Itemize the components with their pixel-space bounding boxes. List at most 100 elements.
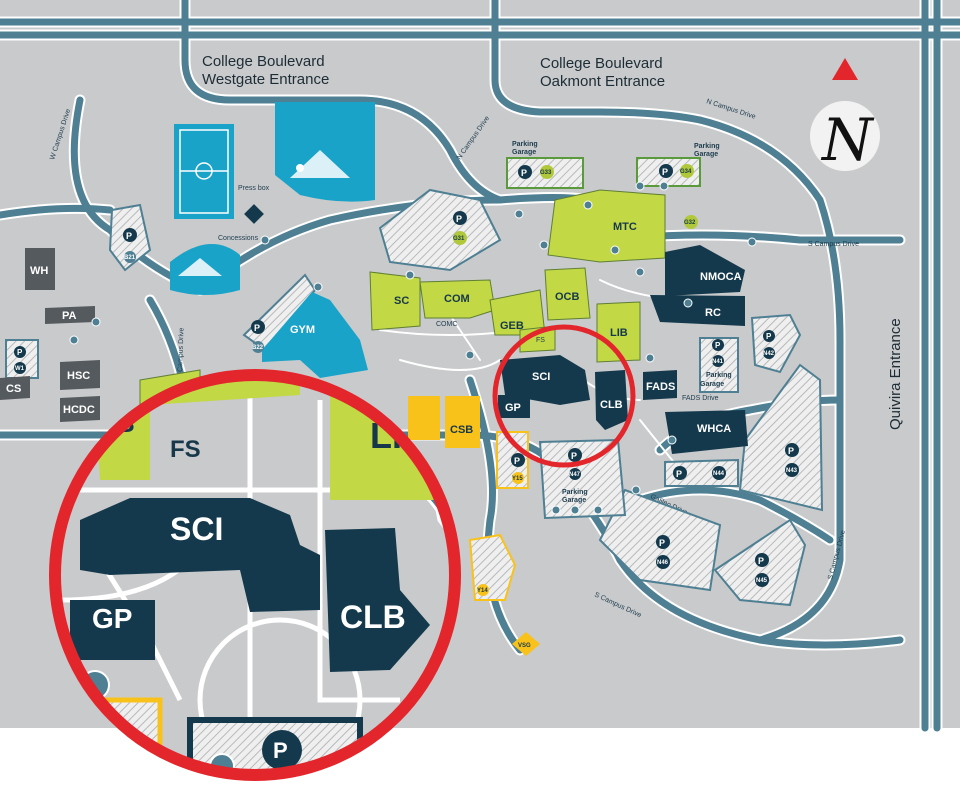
highlight-circle-large bbox=[49, 369, 461, 781]
svg-text:N47: N47 bbox=[569, 472, 581, 478]
label-com: COM bbox=[444, 293, 470, 305]
phone-icon bbox=[667, 435, 677, 445]
parking-marker-n42: P N42 bbox=[763, 330, 775, 359]
svg-text:G34: G34 bbox=[680, 169, 692, 175]
parking-marker-g32: G32 bbox=[684, 215, 698, 229]
label-wh: WH bbox=[30, 265, 48, 277]
svg-text:N42: N42 bbox=[763, 351, 775, 357]
svg-text:P: P bbox=[273, 738, 288, 763]
svg-text:N43: N43 bbox=[786, 468, 798, 474]
building-y14 bbox=[468, 533, 517, 601]
info-pins bbox=[69, 181, 757, 515]
phone-icon bbox=[593, 505, 603, 515]
phone-icon bbox=[551, 505, 561, 515]
label-gp: GP bbox=[505, 402, 521, 414]
parking-marker-w1: P W1 bbox=[14, 346, 26, 374]
parking-marker-g33: P G33 bbox=[518, 165, 554, 179]
garage-south-line2: Garage bbox=[562, 497, 586, 504]
phone-icon bbox=[465, 350, 475, 360]
phone-icon bbox=[635, 181, 645, 191]
label-vsg: VSG bbox=[518, 643, 531, 649]
compass-letter: N bbox=[820, 106, 875, 174]
label-rc: RC bbox=[705, 307, 721, 319]
svg-text:N41: N41 bbox=[712, 359, 724, 365]
svg-text:P: P bbox=[766, 332, 772, 341]
s-campus-drive-label-east: S Campus Drive bbox=[808, 241, 859, 248]
phone-icon bbox=[631, 485, 641, 495]
inset-label-sci: SCI bbox=[170, 511, 223, 547]
building-nmoca bbox=[665, 245, 745, 296]
parking-marker-n43: P N43 bbox=[785, 443, 799, 477]
svg-text:P: P bbox=[17, 348, 23, 357]
oakmont-entrance-label-line2: Oakmont Entrance bbox=[540, 73, 665, 90]
building-sci bbox=[500, 355, 590, 405]
inset-label-clb: CLB bbox=[340, 599, 406, 635]
phone-icon bbox=[260, 235, 270, 245]
phone-icon bbox=[313, 282, 323, 292]
parking-marker-b22: P B22 bbox=[251, 320, 265, 353]
lot-n47-garage bbox=[538, 438, 627, 520]
svg-text:Y15: Y15 bbox=[512, 476, 523, 482]
building-hsc bbox=[60, 360, 100, 390]
parking-marker-n46: P N46 bbox=[656, 535, 670, 569]
label-mtc: MTC bbox=[613, 221, 637, 233]
phone-icon bbox=[610, 245, 620, 255]
svg-text:N45: N45 bbox=[756, 578, 768, 584]
label-fads: FADS bbox=[646, 381, 675, 393]
north-arrow-icon bbox=[832, 58, 858, 80]
phone-icon bbox=[635, 267, 645, 277]
navy-buildings bbox=[0, 245, 748, 454]
garage-north-1-line2: Garage bbox=[512, 149, 536, 156]
building-cs bbox=[0, 376, 30, 400]
label-geb: GEB bbox=[500, 320, 524, 332]
parking-marker-g31: P G31 bbox=[453, 211, 467, 245]
phone-icon bbox=[514, 209, 524, 219]
inset-building-gp bbox=[70, 600, 155, 660]
building-com bbox=[419, 279, 496, 319]
garage-east-line1: Parking bbox=[706, 372, 732, 379]
building-lib bbox=[596, 301, 641, 363]
phone-icon bbox=[583, 200, 593, 210]
svg-text:B22: B22 bbox=[252, 345, 264, 351]
phone-icon bbox=[683, 298, 693, 308]
phone-icon bbox=[69, 335, 79, 345]
label-lib: LIB bbox=[610, 327, 628, 339]
label-hsc: HSC bbox=[67, 370, 90, 382]
building-mtc bbox=[547, 189, 666, 263]
campus-drive-west-label: Campus Drive bbox=[177, 327, 186, 372]
label-csb: CSB bbox=[450, 424, 473, 436]
parking-marker-n44: P N44 bbox=[673, 466, 726, 480]
parking-marker-g34: P G34 bbox=[659, 164, 694, 178]
svg-text:P: P bbox=[659, 538, 665, 548]
svg-text:Y14: Y14 bbox=[477, 588, 488, 594]
label-clb: CLB bbox=[600, 399, 623, 411]
svg-text:B21: B21 bbox=[124, 255, 136, 261]
label-sci: SCI bbox=[532, 371, 550, 383]
label-cs: CS bbox=[6, 383, 21, 395]
compass-disc bbox=[810, 101, 880, 171]
softball-field bbox=[170, 244, 240, 295]
parking-marker-b21: P B21 bbox=[123, 228, 137, 263]
lime-buildings bbox=[139, 189, 666, 411]
quivira-entrance-label: Quivira Entrance bbox=[887, 318, 904, 430]
svg-text:G32: G32 bbox=[684, 220, 696, 226]
building-wh bbox=[25, 248, 55, 290]
label-fs: FS bbox=[536, 337, 545, 344]
label-gym: GYM bbox=[290, 324, 315, 336]
garage-north-1-line1: Parking bbox=[512, 141, 538, 148]
svg-text:P: P bbox=[514, 456, 520, 466]
svg-text:P: P bbox=[715, 341, 721, 350]
garage-north-2-line2: Garage bbox=[694, 151, 718, 158]
inset-label-fs: FS bbox=[170, 436, 201, 463]
parking-markers: P B21 P B22 P W1 P G31 P G33 P G34 G32 P… bbox=[14, 164, 799, 596]
building-fads bbox=[643, 370, 677, 400]
garage-east-line2: Garage bbox=[700, 381, 724, 388]
phone-icon bbox=[645, 353, 655, 363]
lot-n42 bbox=[750, 313, 802, 374]
building-gym bbox=[262, 292, 368, 378]
svg-text:G33: G33 bbox=[540, 170, 552, 176]
inset-parking-icon bbox=[262, 730, 302, 770]
fads-drive-label: FADS Drive bbox=[682, 395, 719, 402]
phone-icon bbox=[659, 181, 669, 191]
